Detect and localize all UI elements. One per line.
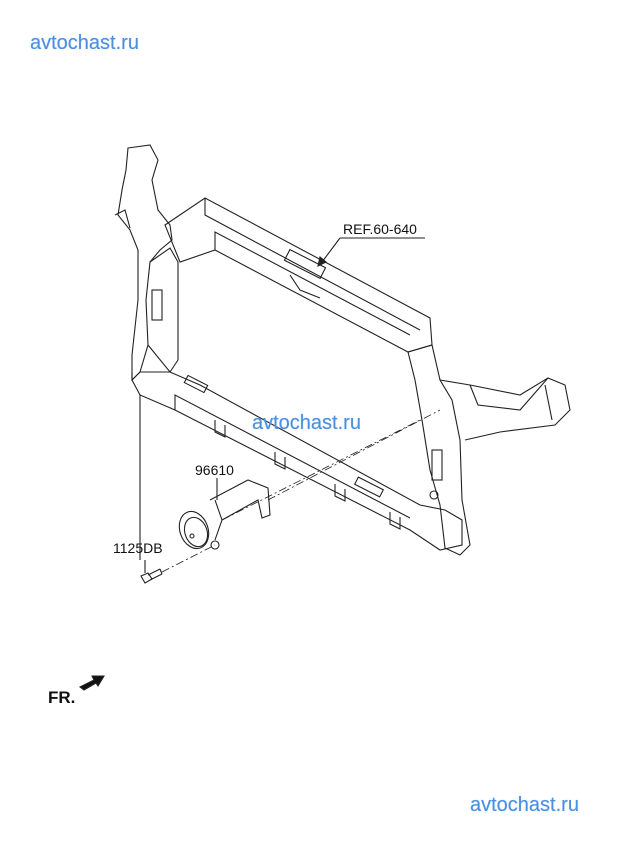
left-post: [114, 144, 179, 382]
right-bracket: [439, 377, 571, 441]
watermark-bottom: avtochast.ru: [470, 794, 579, 816]
front-arrow-icon: [78, 675, 105, 691]
callout-ref: REF.60-640: [343, 221, 417, 237]
ref-leader-line: [321, 237, 425, 263]
right-post: [407, 344, 471, 556]
watermark-center: avtochast.ru: [252, 412, 361, 434]
horn-assembly: [178, 478, 271, 550]
callout-bolt: 1125DB: [113, 540, 163, 556]
callout-horn: 96610: [195, 462, 234, 478]
lower-beam: [131, 371, 463, 560]
assembly-centerlines: [161, 409, 441, 573]
front-label: FR.: [48, 688, 76, 707]
ref-arrowhead: [317, 255, 327, 268]
bolt-1125db: [140, 560, 163, 584]
watermark-top: avtochast.ru: [30, 32, 139, 54]
